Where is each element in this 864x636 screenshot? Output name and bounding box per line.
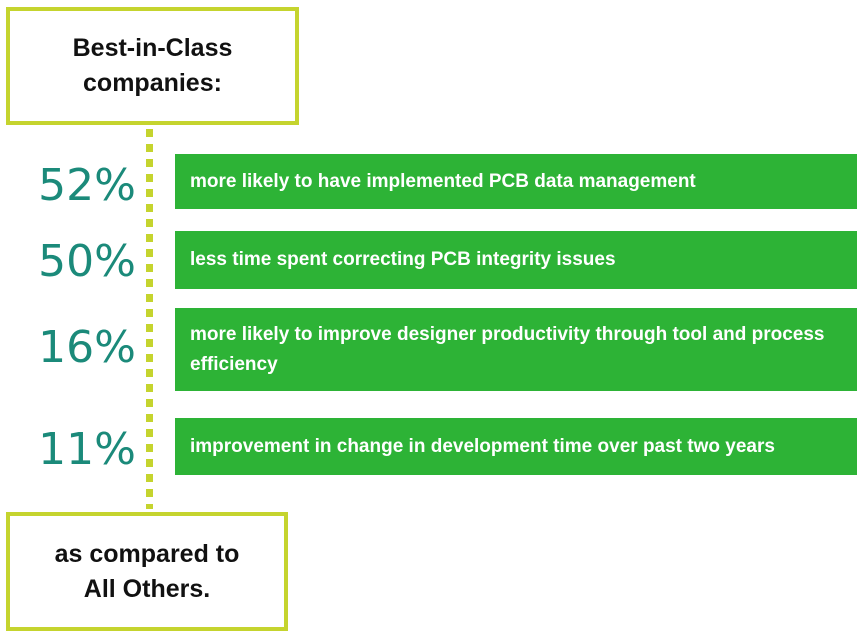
stat-bar-2: less time spent correcting PCB integrity… bbox=[175, 231, 857, 289]
all-others-label: as compared to All Others. bbox=[55, 537, 240, 607]
best-in-class-line-1: Best-in-Class bbox=[72, 34, 233, 62]
stat-bar-4: improvement in change in development tim… bbox=[175, 418, 857, 475]
stat-description-2: less time spent correcting PCB integrity… bbox=[190, 249, 616, 270]
stat-description-1: more likely to have implemented PCB data… bbox=[190, 170, 696, 192]
stat-bar-3: more likely to improve designer producti… bbox=[175, 308, 857, 391]
best-in-class-box: Best-in-Class companies: bbox=[6, 7, 299, 125]
stat-description-4: improvement in change in development tim… bbox=[190, 435, 775, 457]
all-others-box: as compared to All Others. bbox=[6, 512, 288, 631]
best-in-class-line-2: companies: bbox=[83, 69, 222, 97]
stat-description-3: more likely to improve designer producti… bbox=[190, 323, 825, 375]
dotted-connector bbox=[146, 129, 153, 509]
all-others-line-2: All Others. bbox=[83, 574, 211, 603]
stat-percent-3: 16% bbox=[38, 322, 136, 373]
all-others-line-1: as compared to bbox=[54, 539, 240, 568]
stat-bar-1: more likely to have implemented PCB data… bbox=[175, 154, 857, 209]
stat-percent-2: 50% bbox=[38, 236, 136, 287]
stat-percent-1: 52% bbox=[38, 160, 136, 211]
best-in-class-label: Best-in-Class companies: bbox=[73, 31, 233, 101]
stat-percent-4: 11% bbox=[38, 424, 136, 475]
